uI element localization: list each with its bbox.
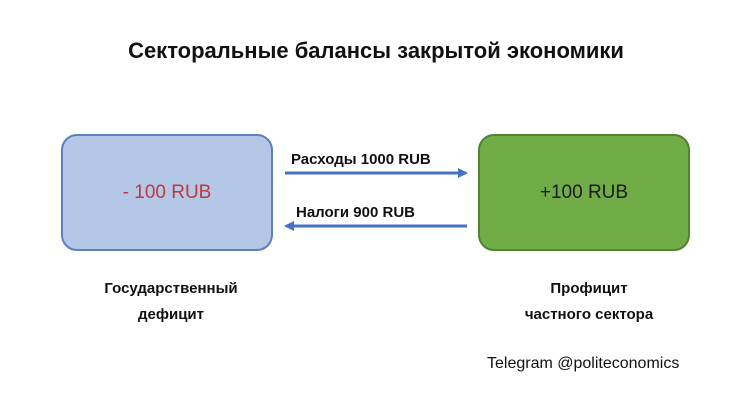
government-balance-value: - 100 RUB	[122, 181, 212, 203]
taxes-label: Налоги 900 RUB	[296, 204, 415, 221]
government-caption: Государственный дефицит	[66, 276, 276, 328]
private-caption-line1: Профицит	[550, 280, 628, 297]
government-caption-line1: Государственный	[104, 280, 238, 297]
diagram-title: Секторальные балансы закрытой экономики	[128, 38, 624, 63]
government-caption-line2: дефицит	[138, 306, 204, 323]
government-box: - 100 RUB	[61, 134, 273, 251]
private-balance-value: +100 RUB	[539, 181, 629, 203]
telegram-credit: Telegram @politeconomics	[487, 355, 680, 372]
private-sector-box: +100 RUB	[478, 134, 690, 251]
private-caption: Профицит частного сектора	[484, 276, 694, 328]
private-caption-line2: частного сектора	[524, 306, 654, 323]
expenditure-label: Расходы 1000 RUB	[291, 151, 431, 168]
